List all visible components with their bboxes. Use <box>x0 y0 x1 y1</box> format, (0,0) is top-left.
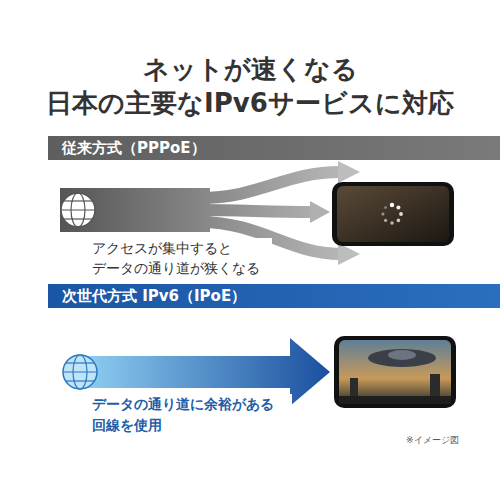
spinner-dot <box>397 219 401 223</box>
page-title: ネットが速くなる 日本の主要なIPv6サービスに対応 <box>10 52 490 120</box>
phone-screen <box>339 340 451 404</box>
phone-body <box>332 182 454 246</box>
spaceship <box>368 349 436 367</box>
spaceship-dome <box>388 350 416 360</box>
phone-screen <box>337 186 449 242</box>
globe-outline <box>61 193 95 227</box>
loading-spinner <box>382 203 403 225</box>
phone-body <box>334 336 456 408</box>
spinner-dot <box>396 206 400 210</box>
section-band: 従来方式（PPPoE） <box>48 136 500 160</box>
section-band: 次世代方式 IPv6（IPoE） <box>48 284 500 308</box>
spinner-dot <box>390 221 393 224</box>
spinner-dot <box>384 219 387 222</box>
spinner-dot <box>390 203 394 207</box>
globe-line <box>66 362 94 363</box>
arrow-head <box>310 201 330 223</box>
arrow-head <box>338 161 360 183</box>
globe-line <box>61 209 95 210</box>
arrow-body <box>60 188 210 232</box>
arrow-head <box>338 243 360 265</box>
globe-outline <box>63 355 97 389</box>
arrow-branch <box>200 172 340 198</box>
spinner-dot <box>384 206 387 209</box>
band-heading: 次世代方式 IPv6（IPoE） <box>62 287 486 305</box>
spinner-dot <box>382 213 385 216</box>
smartphone <box>334 336 456 408</box>
caption-text: アクセスが集中すると データの通り道が狭くなる <box>92 238 272 278</box>
caption-text: データの通り道に余裕がある 回線を使用 <box>92 394 292 436</box>
arrow-branch <box>200 210 312 212</box>
globe-line <box>63 371 97 372</box>
globe-line <box>66 380 94 381</box>
globe-line <box>64 200 92 201</box>
band-heading: 従来方式（PPPoE） <box>62 139 486 157</box>
globe-icon <box>61 193 95 227</box>
note-text: ※イメージ図 <box>406 434 459 446</box>
smartphone <box>332 182 454 246</box>
spinner-dot <box>399 212 403 216</box>
globe-icon <box>63 355 97 389</box>
globe-line <box>64 218 92 219</box>
ground <box>339 396 451 404</box>
